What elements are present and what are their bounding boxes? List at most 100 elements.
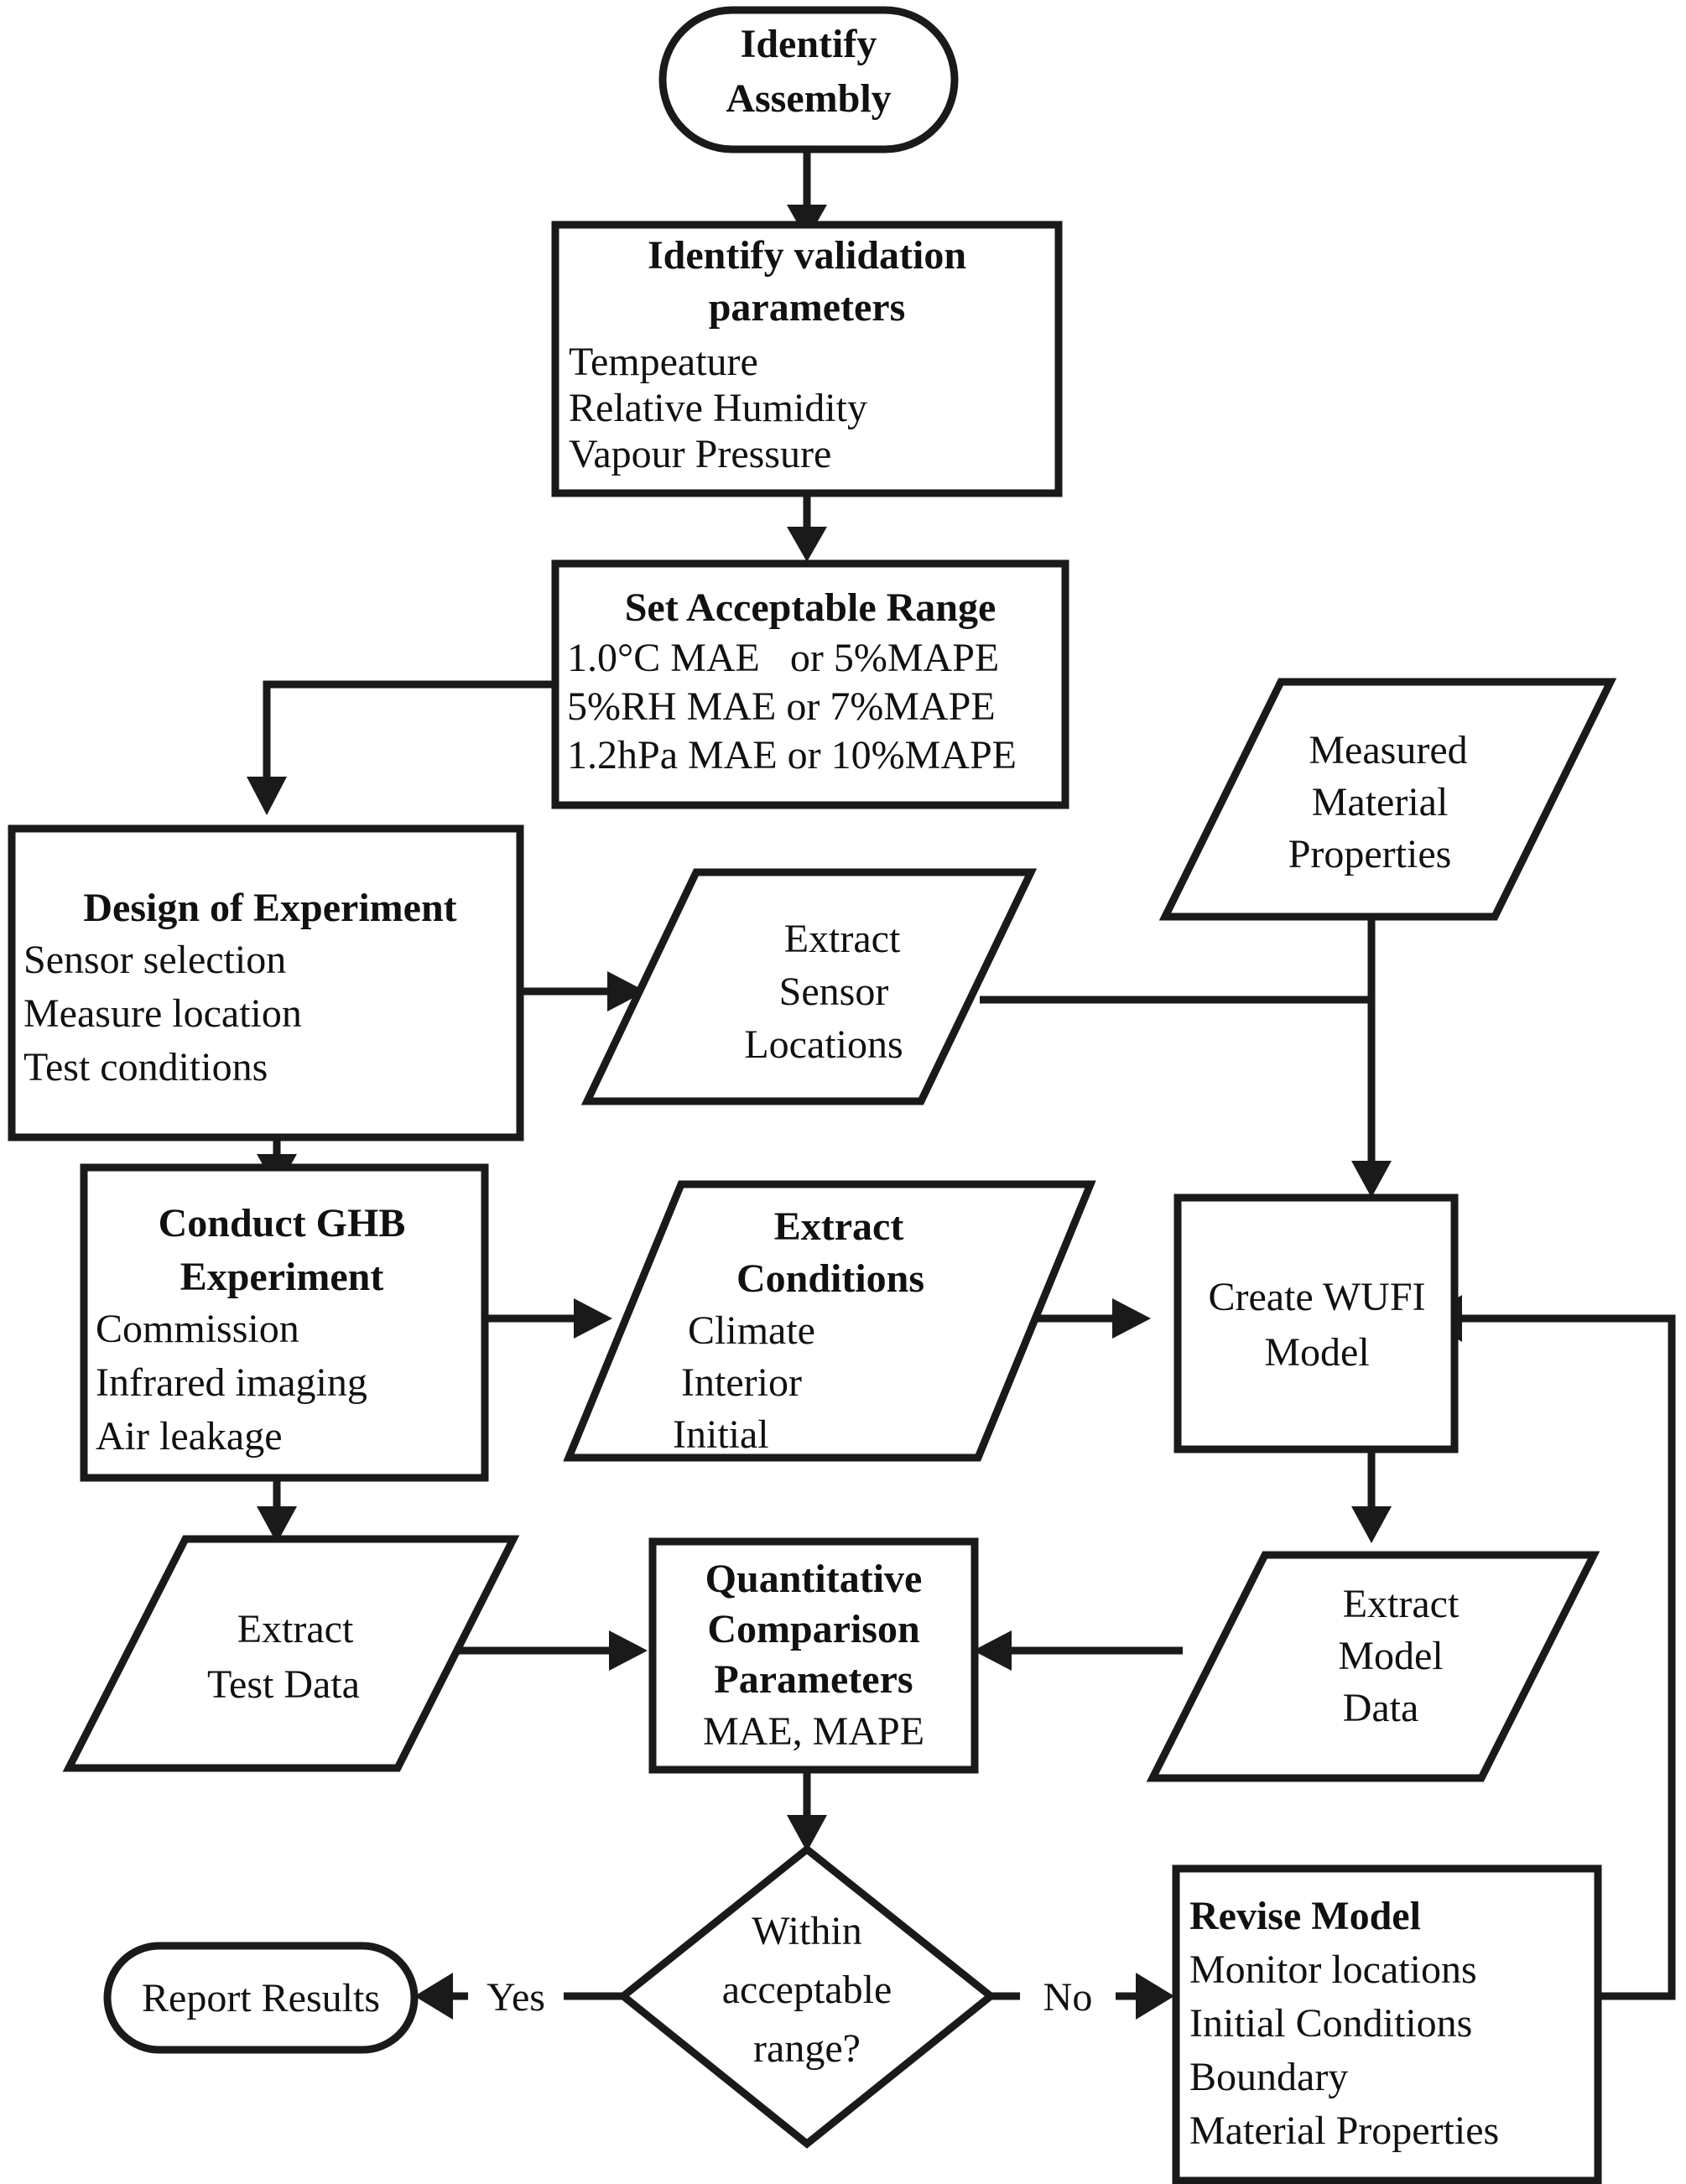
measured-material-properties-line-2: Material	[1312, 780, 1449, 824]
extract-test-data-shape[interactable]	[62, 1535, 520, 1772]
arrowhead-decision-no	[1136, 1973, 1174, 2020]
measured-material-properties-shape[interactable]	[1158, 678, 1617, 921]
conduct-ghb-experiment-item-2: Infrared imaging	[96, 1360, 367, 1405]
node-design-of-experiment[interactable]: Design of Experiment Sensor selection Me…	[8, 824, 524, 1141]
measured-material-properties-line-1: Measured	[1309, 728, 1467, 772]
within-acceptable-range-line-3: range?	[753, 2026, 861, 2071]
identify-validation-parameters-heading-1: Identify validation	[648, 233, 966, 278]
quantitative-comparison-parameters-shape[interactable]	[648, 1537, 979, 1774]
edge-revise-to-wufi-feedback	[1459, 1314, 1676, 2000]
report-results-label: Report Results	[142, 1976, 380, 2020]
extract-sensor-locations-line-2: Sensor	[779, 970, 889, 1014]
revise-model-shape[interactable]	[1172, 1864, 1602, 2184]
revise-model-item-1: Monitor locations	[1189, 1947, 1477, 1992]
extract-sensor-locations-shape[interactable]	[580, 868, 1038, 1105]
create-wufi-model-line-1: Create WUFI	[1208, 1275, 1425, 1319]
identify-assembly-shape[interactable]	[658, 6, 959, 153]
extract-model-data-line-1: Extract	[1343, 1582, 1460, 1626]
extract-conditions-heading-2: Conditions	[736, 1256, 924, 1301]
arrowhead-ghb-to-test-data	[257, 1506, 297, 1543]
report-results-shape[interactable]	[103, 1942, 419, 2054]
edge-range-to-doe	[263, 680, 555, 780]
edge-label-yes: Yes	[487, 1975, 545, 2020]
conduct-ghb-experiment-shape[interactable]	[80, 1163, 489, 1482]
design-of-experiment-heading: Design of Experiment	[83, 886, 456, 930]
edge-label-no: No	[1043, 1975, 1093, 2020]
quantitative-comparison-heading-2: Comparison	[707, 1607, 919, 1651]
extract-conditions-item-2: Interior	[681, 1360, 802, 1405]
arrowhead-compare-to-decision	[787, 1815, 827, 1852]
arrowhead-model-data-to-compare	[973, 1630, 1012, 1671]
node-extract-sensor-locations[interactable]: Extract Sensor Locations	[580, 868, 1038, 1105]
create-wufi-model-line-2: Model	[1264, 1330, 1369, 1375]
quantitative-comparison-heading-1: Quantitative	[705, 1557, 923, 1601]
conduct-ghb-experiment-item-3: Air leakage	[96, 1414, 283, 1459]
extract-conditions-heading-1: Extract	[774, 1204, 904, 1249]
extract-model-data-line-3: Data	[1343, 1686, 1419, 1730]
conduct-ghb-experiment-heading-1: Conduct GHB	[159, 1201, 406, 1245]
within-acceptable-range-shape[interactable]	[617, 1844, 997, 2149]
extract-conditions-shape[interactable]	[563, 1180, 1096, 1462]
node-measured-material-properties[interactable]: Measured Material Properties	[1158, 678, 1617, 921]
arrowhead-test-data-to-compare	[609, 1630, 648, 1671]
conduct-ghb-experiment-item-1: Commission	[96, 1307, 299, 1351]
create-wufi-model-shape[interactable]	[1173, 1193, 1459, 1453]
set-acceptable-range-heading: Set Acceptable Range	[625, 585, 997, 630]
revise-model-item-4: Material Properties	[1189, 2109, 1499, 2153]
design-of-experiment-item-2: Measure location	[23, 991, 302, 1036]
arrowhead-ghb-to-conditions	[574, 1298, 612, 1339]
node-conduct-ghb-experiment[interactable]: Conduct GHB Experiment Commission Infrar…	[80, 1163, 489, 1482]
revise-model-item-3: Boundary	[1189, 2055, 1348, 2099]
revise-model-heading: Revise Model	[1189, 1894, 1421, 1938]
identify-validation-parameters-item-3: Vapour Pressure	[569, 432, 831, 476]
measured-material-properties-line-3: Properties	[1288, 832, 1452, 876]
node-extract-model-data[interactable]: Extract Model Data	[1146, 1551, 1600, 1782]
extract-test-data-line-1: Extract	[237, 1607, 354, 1651]
identify-validation-parameters-shape[interactable]	[551, 221, 1063, 497]
node-report-results[interactable]: Report Results	[103, 1942, 419, 2054]
design-of-experiment-shape[interactable]	[8, 824, 524, 1141]
quantitative-comparison-item-1: MAE, MAPE	[703, 1709, 924, 1754]
set-acceptable-range-item-2: 5%RH MAE or 7%MAPE	[567, 684, 996, 729]
within-acceptable-range-line-1: Within	[752, 1909, 861, 1953]
connector-layer	[247, 149, 1676, 2020]
identify-assembly-line-2: Assembly	[726, 76, 891, 121]
node-revise-model[interactable]: Revise Model Monitor locations Initial C…	[1172, 1864, 1602, 2184]
node-identify-validation-parameters[interactable]: Identify validation parameters Tempeatur…	[551, 221, 1063, 497]
revise-model-item-2: Initial Conditions	[1189, 2001, 1472, 2046]
extract-sensor-locations-line-1: Extract	[784, 917, 901, 961]
arrowhead-doe-to-sensor-loc	[607, 971, 646, 1011]
node-extract-conditions[interactable]: Extract Conditions Climate Interior Init…	[563, 1180, 1096, 1462]
identify-validation-parameters-heading-2: parameters	[709, 285, 906, 330]
extract-conditions-item-3: Initial	[673, 1412, 769, 1457]
node-quantitative-comparison-parameters[interactable]: Quantitative Comparison Parameters MAE, …	[648, 1537, 979, 1774]
arrowhead-material-props-to-wufi	[1351, 1161, 1392, 1198]
node-within-acceptable-range[interactable]: Within acceptable range?	[617, 1844, 997, 2149]
node-set-acceptable-range[interactable]: Set Acceptable Range 1.0°C MAE or 5%MAPE…	[551, 559, 1069, 809]
identify-assembly-line-1: Identify	[741, 22, 877, 66]
set-acceptable-range-item-1: 1.0°C MAE or 5%MAPE	[567, 636, 999, 680]
quantitative-comparison-heading-3: Parameters	[714, 1657, 913, 1702]
extract-sensor-locations-line-3: Locations	[744, 1022, 903, 1067]
extract-conditions-item-1: Climate	[688, 1308, 815, 1353]
set-acceptable-range-shape[interactable]	[551, 559, 1069, 809]
extract-model-data-shape[interactable]	[1146, 1551, 1600, 1782]
conduct-ghb-experiment-heading-2: Experiment	[180, 1255, 384, 1299]
extract-test-data-line-2: Test Data	[207, 1662, 360, 1707]
edge-label-layer: Yes No	[487, 1975, 1092, 2020]
set-acceptable-range-item-3: 1.2hPa MAE or 10%MAPE	[567, 733, 1017, 777]
identify-validation-parameters-item-1: Tempeature	[569, 340, 758, 384]
node-identify-assembly[interactable]: Identify Assembly	[658, 6, 959, 153]
design-of-experiment-item-1: Sensor selection	[23, 938, 286, 982]
node-extract-test-data[interactable]: Extract Test Data	[62, 1535, 520, 1772]
node-create-wufi-model[interactable]: Create WUFI Model	[1173, 1193, 1459, 1453]
arrowhead-wufi-to-model-data	[1351, 1506, 1392, 1543]
design-of-experiment-item-3: Test conditions	[23, 1045, 268, 1089]
extract-model-data-line-2: Model	[1338, 1634, 1443, 1678]
arrowhead-decision-yes	[414, 1973, 453, 2020]
within-acceptable-range-line-2: acceptable	[722, 1968, 892, 2012]
identify-validation-parameters-item-2: Relative Humidity	[569, 386, 867, 430]
arrowhead-conditions-to-wufi	[1112, 1298, 1151, 1339]
